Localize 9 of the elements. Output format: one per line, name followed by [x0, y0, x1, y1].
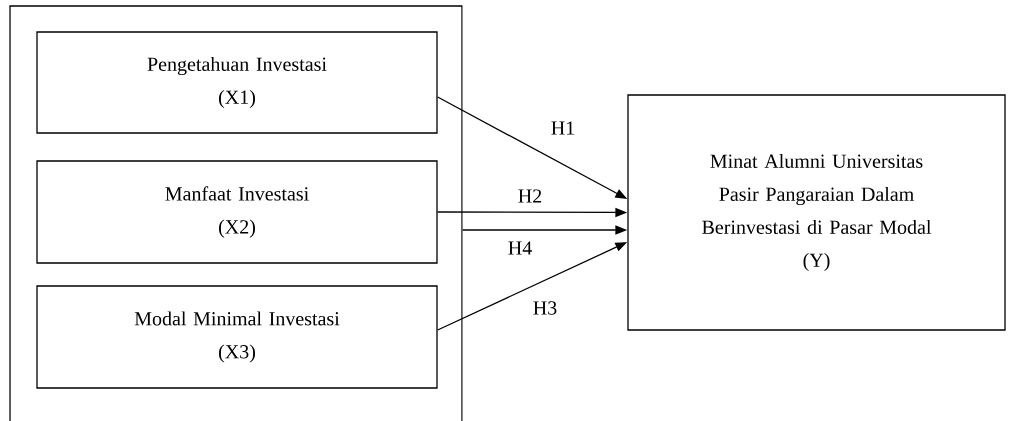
group-box — [9, 5, 463, 421]
edge-label: H4 — [504, 238, 536, 258]
variable-box: Pengetahuan Investasi (X1) — [36, 31, 438, 134]
variable-box: Modal Minimal Investasi (X3) — [36, 285, 438, 389]
edge-label: H3 — [529, 298, 561, 318]
edge-label: H2 — [514, 186, 546, 206]
outcome-box: Minat Alumni Universitas Pasir Pangaraian Dalam Berinvestasi di Pasar Modal (Y) — [627, 94, 1006, 331]
edge-label: H1 — [547, 118, 579, 138]
variable-box: Manfaat Investasi (X2) — [36, 160, 438, 264]
